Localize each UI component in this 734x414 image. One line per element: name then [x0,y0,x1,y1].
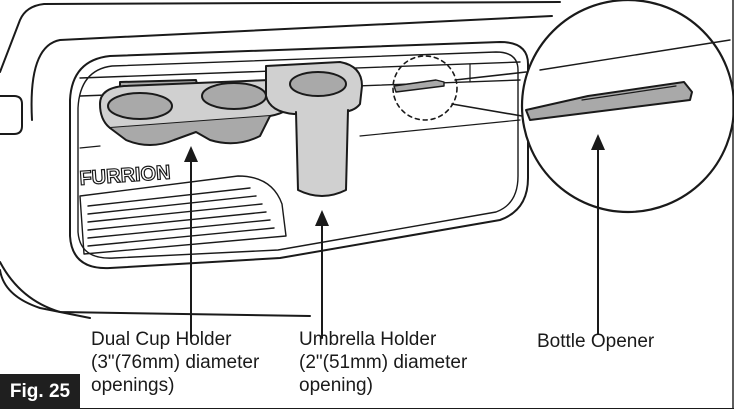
cooler-side [0,261,311,317]
umbrella-holder-shape [265,61,363,197]
vent-grille [79,175,287,255]
cooler-body-outline [0,1,561,73]
umbrella-holder-size-cont: opening) [299,375,373,396]
panel-inner [77,51,519,259]
rail [359,119,521,137]
panel-outline [69,41,529,270]
detail-circle [392,55,458,121]
bottle-opener-callout: Bottle Opener [537,330,654,353]
handle [0,95,23,135]
arrowhead-cup [184,146,198,162]
umbrella-holder-title: Umbrella Holder [299,329,437,350]
umbrella-holder-callout: Umbrella Holder (2"(51mm) diameter openi… [299,328,467,397]
bottle-opener-title: Bottle Opener [537,331,655,352]
rail [79,145,101,149]
magnified-detail [520,0,734,214]
dual-cup-holder-size-cont: openings) [91,375,175,396]
arrowhead-bottle [591,134,605,150]
magnifier-leader [451,103,523,117]
figure-badge: Fig. 25 [0,374,80,409]
arrowhead-umbrella [315,210,329,226]
cooler-lower-edge [0,269,91,319]
illustration [0,0,734,339]
dual-cup-holder-callout: Dual Cup Holder (3"(76mm) diameter openi… [91,328,259,397]
umbrella-holder-size: (2"(51mm) diameter [299,352,468,373]
dual-cup-holder-shape [99,79,293,146]
magnifier-leader [454,71,527,81]
callout-arrows [190,139,599,339]
dual-cup-holder-title: Dual Cup Holder [91,329,232,350]
bottle-opener-small [393,79,445,93]
dual-cup-holder-size: (3"(76mm) diameter [91,352,260,373]
cooler-rim [30,15,553,121]
